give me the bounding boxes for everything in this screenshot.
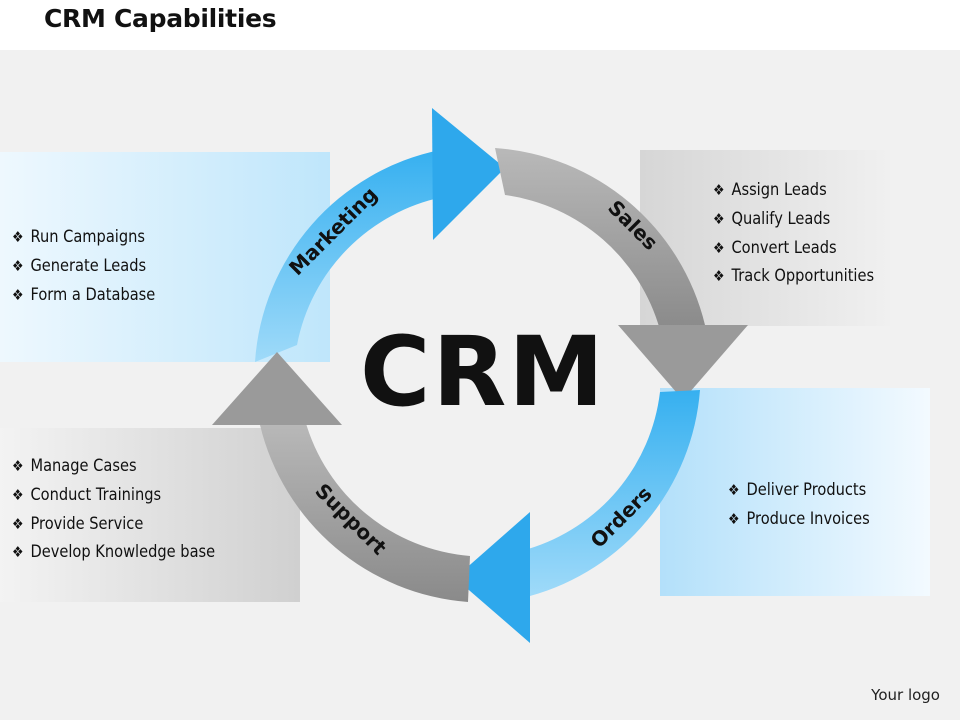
list-item: ❖Assign Leads xyxy=(713,180,827,200)
page-title: CRM Capabilities xyxy=(44,4,277,33)
diamond-bullet-icon: ❖ xyxy=(12,514,24,533)
support-list: ❖Manage Cases ❖Conduct Trainings ❖Provid… xyxy=(12,452,215,567)
diamond-bullet-icon: ❖ xyxy=(12,457,24,475)
diamond-bullet-icon: ❖ xyxy=(713,181,725,199)
diamond-bullet-icon: ❖ xyxy=(12,543,24,562)
list-item: ❖Provide Service xyxy=(12,513,144,534)
sales-list: ❖Assign Leads ❖Qualify Leads ❖Convert Le… xyxy=(713,176,874,291)
diamond-bullet-icon: ❖ xyxy=(12,485,24,504)
list-item: ❖Convert Leads xyxy=(713,237,837,258)
list-item: ❖Conduct Trainings xyxy=(12,484,162,505)
marketing-list: ❖Run Campaigns ❖Generate Leads ❖Form a D… xyxy=(12,223,155,309)
diamond-bullet-icon: ❖ xyxy=(713,209,725,228)
orders-band xyxy=(660,388,930,596)
list-item: ❖Form a Database xyxy=(12,284,156,305)
title-bar xyxy=(0,0,960,50)
marketing-arc xyxy=(255,150,443,362)
crm-center-label: CRM xyxy=(360,316,606,428)
diamond-bullet-icon: ❖ xyxy=(713,267,725,286)
marketing-arrowhead xyxy=(432,108,505,240)
list-item: ❖Deliver Products xyxy=(728,480,867,500)
list-item: ❖Generate Leads xyxy=(12,255,147,276)
list-item: ❖Track Opportunities xyxy=(713,266,875,287)
sales-arc xyxy=(495,148,705,330)
diamond-bullet-icon: ❖ xyxy=(12,256,24,275)
orders-arrowhead xyxy=(455,512,530,643)
diamond-bullet-icon: ❖ xyxy=(728,509,740,528)
support-band xyxy=(0,428,300,602)
diamond-bullet-icon: ❖ xyxy=(728,481,740,499)
list-item: ❖Develop Knowledge base xyxy=(12,542,216,563)
support-arrowhead xyxy=(212,352,342,425)
sales-arrowhead xyxy=(618,325,748,400)
support-arc xyxy=(260,420,470,602)
diamond-bullet-icon: ❖ xyxy=(12,228,24,246)
diamond-bullet-icon: ❖ xyxy=(713,238,725,257)
orders-list: ❖Deliver Products ❖Produce Invoices xyxy=(728,476,870,534)
logo-placeholder: Your logo xyxy=(871,686,940,704)
orders-arc xyxy=(528,390,700,596)
list-item: ❖Run Campaigns xyxy=(12,227,146,247)
list-item: ❖Qualify Leads xyxy=(713,208,831,229)
list-item: ❖Produce Invoices xyxy=(728,508,870,529)
diamond-bullet-icon: ❖ xyxy=(12,285,24,304)
list-item: ❖Manage Cases xyxy=(12,456,137,476)
